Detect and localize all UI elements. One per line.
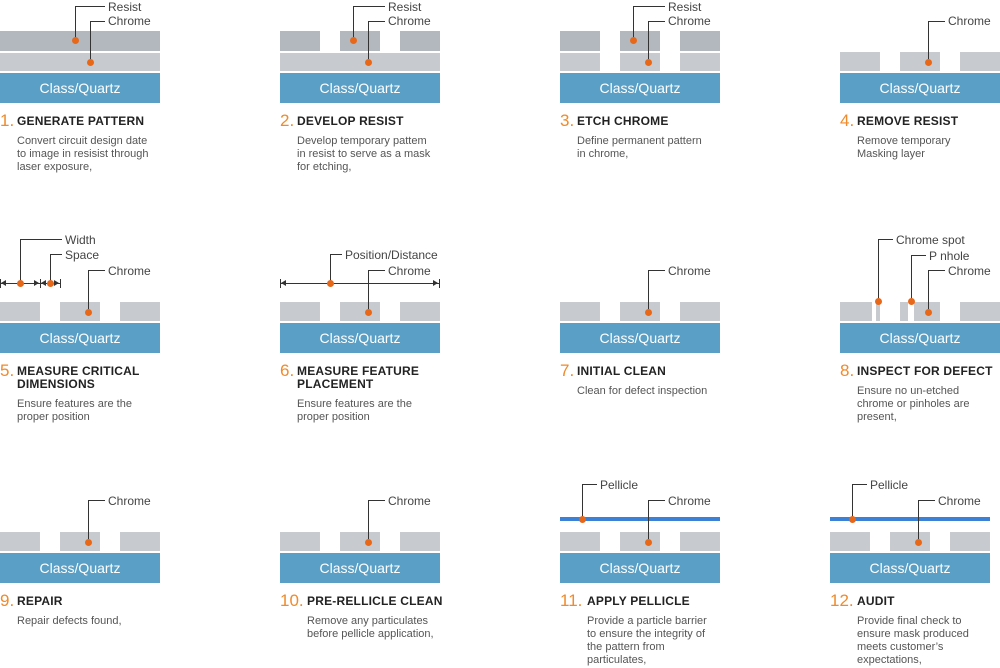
- step-title: APPLY PELLICLE: [587, 594, 690, 608]
- label-chrome: Chrome: [388, 264, 431, 278]
- step-title: GENERATE PATTERN: [17, 114, 145, 128]
- step-title: REPAIR: [17, 594, 63, 608]
- label-chrome: Chrome: [938, 494, 981, 508]
- label-chrome: Chrome: [108, 14, 151, 28]
- step-title: INITIAL CLEAN: [577, 364, 667, 378]
- label-chrome: Chrome: [668, 14, 711, 28]
- label-position-distance: Position/Distance: [345, 248, 438, 262]
- quartz-substrate: Class/Quartz: [280, 323, 440, 353]
- label-pellicle: Pellicle: [600, 478, 639, 492]
- step-number: 9.: [0, 591, 15, 610]
- chrome-spot-marker: [875, 298, 882, 305]
- step-description: Repair defects found,: [17, 615, 122, 627]
- step-number: 10.: [280, 591, 304, 610]
- resist-marker: [72, 37, 79, 44]
- width-marker: [17, 280, 24, 287]
- quartz-substrate: Class/Quartz: [0, 553, 160, 583]
- step-title: ETCH CHROME: [577, 114, 669, 128]
- step-title: DEVELOP RESIST: [297, 114, 404, 128]
- quartz-substrate: Class/Quartz: [560, 73, 720, 103]
- quartz-substrate: Class/Quartz: [830, 553, 990, 583]
- step-number: 8.: [840, 361, 855, 380]
- step-number: 4.: [840, 111, 855, 130]
- quartz-substrate: Class/Quartz: [840, 73, 1000, 103]
- label-chrome: Chrome: [668, 494, 711, 508]
- step-number: 6.: [280, 361, 295, 380]
- pinhole-marker: [908, 298, 915, 305]
- label-chrome: Chrome: [948, 14, 991, 28]
- label-pellicle: Pellicle: [870, 478, 909, 492]
- pellicle-layer: [560, 517, 720, 521]
- step-number: 1.: [0, 111, 15, 130]
- label-chrome: Chrome: [388, 14, 431, 28]
- label-chrome: Chrome: [668, 264, 711, 278]
- label-chrome: Chrome: [108, 264, 151, 278]
- step-description: Clean for defect inspection: [577, 385, 708, 397]
- step-number: 2.: [280, 111, 295, 130]
- chrome-marker: [87, 59, 94, 66]
- label-chrome: Chrome: [108, 494, 151, 508]
- label-pinhole: P nhole: [929, 249, 970, 263]
- label-width: Width: [65, 233, 96, 247]
- quartz-substrate: Class/Quartz: [280, 553, 440, 583]
- quartz-substrate: Class/Quartz: [560, 323, 720, 353]
- step-title: INSPECT FOR DEFECT: [857, 364, 993, 378]
- label-chrome-spot: Chrome spot: [896, 233, 965, 247]
- position-marker: [327, 280, 334, 287]
- label-resist: Resist: [108, 0, 142, 14]
- pellicle-layer: [830, 517, 990, 521]
- label-resist: Resist: [668, 0, 702, 14]
- step-title: AUDIT: [857, 594, 895, 608]
- step-title: PRE-RELLICLE CLEAN: [307, 594, 443, 608]
- step-number: 3.: [560, 111, 575, 130]
- quartz-substrate: Class/Quartz: [560, 553, 720, 583]
- quartz-substrate: Class/Quartz: [0, 323, 160, 353]
- pellicle-marker: [579, 516, 586, 523]
- step-number: 11.: [560, 591, 583, 610]
- label-space: Space: [65, 248, 100, 262]
- label-resist: Resist: [388, 0, 422, 14]
- step-number: 7.: [560, 361, 575, 380]
- pellicle-marker: [849, 516, 856, 523]
- label-chrome: Chrome: [948, 264, 991, 278]
- step-title: REMOVE RESIST: [857, 114, 959, 128]
- resist-layer: [0, 31, 160, 51]
- step-number: 5.: [0, 361, 15, 380]
- quartz-substrate: Class/Quartz: [280, 73, 440, 103]
- quartz-substrate: Class/Quartz: [0, 73, 160, 103]
- space-marker: [47, 280, 54, 287]
- label-chrome: Chrome: [388, 494, 431, 508]
- quartz-substrate: Class/Quartz: [840, 323, 1000, 353]
- chrome-layer: [0, 53, 160, 71]
- step-number: 12.: [830, 591, 854, 610]
